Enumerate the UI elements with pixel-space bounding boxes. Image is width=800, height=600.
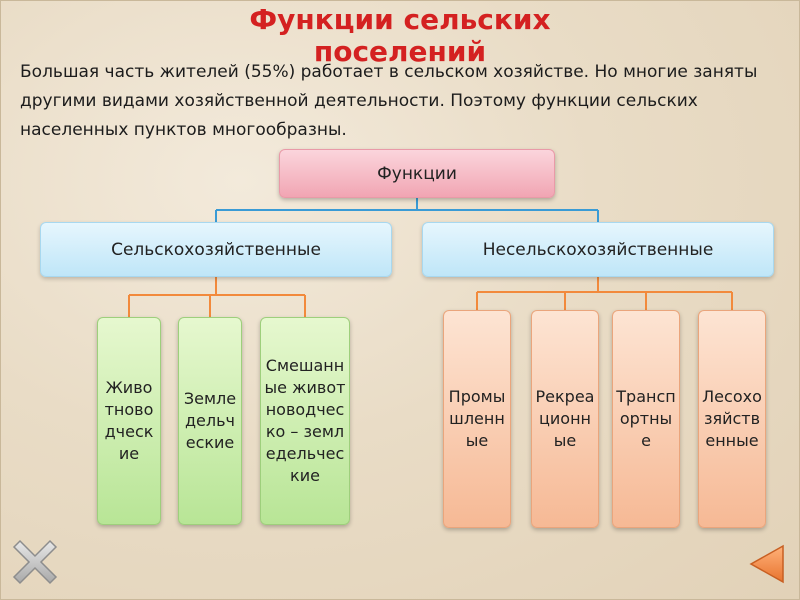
node-industrial: Промышленные — [443, 310, 511, 528]
close-x-icon[interactable] — [10, 537, 60, 587]
node-mixed-farming: Смешанные животноводческо – земледельчес… — [260, 317, 350, 525]
node-transport: Транспортные — [612, 310, 680, 528]
node-non-agricultural: Несельскохозяйственные — [422, 222, 774, 277]
node-forestry: Лесохозяйственные — [698, 310, 766, 528]
node-livestock: Животноводческие — [97, 317, 161, 525]
node-recreational: Рекреационные — [531, 310, 599, 528]
node-functions: Функции — [279, 149, 555, 198]
slide-title: Функции сельских поселений — [249, 3, 551, 68]
node-crop-farming: Земледельческие — [178, 317, 242, 525]
node-agricultural: Сельскохозяйственные — [40, 222, 392, 277]
back-arrow-icon[interactable] — [745, 542, 789, 586]
intro-paragraph: Большая часть жителей (55%) работает в с… — [20, 62, 758, 140]
